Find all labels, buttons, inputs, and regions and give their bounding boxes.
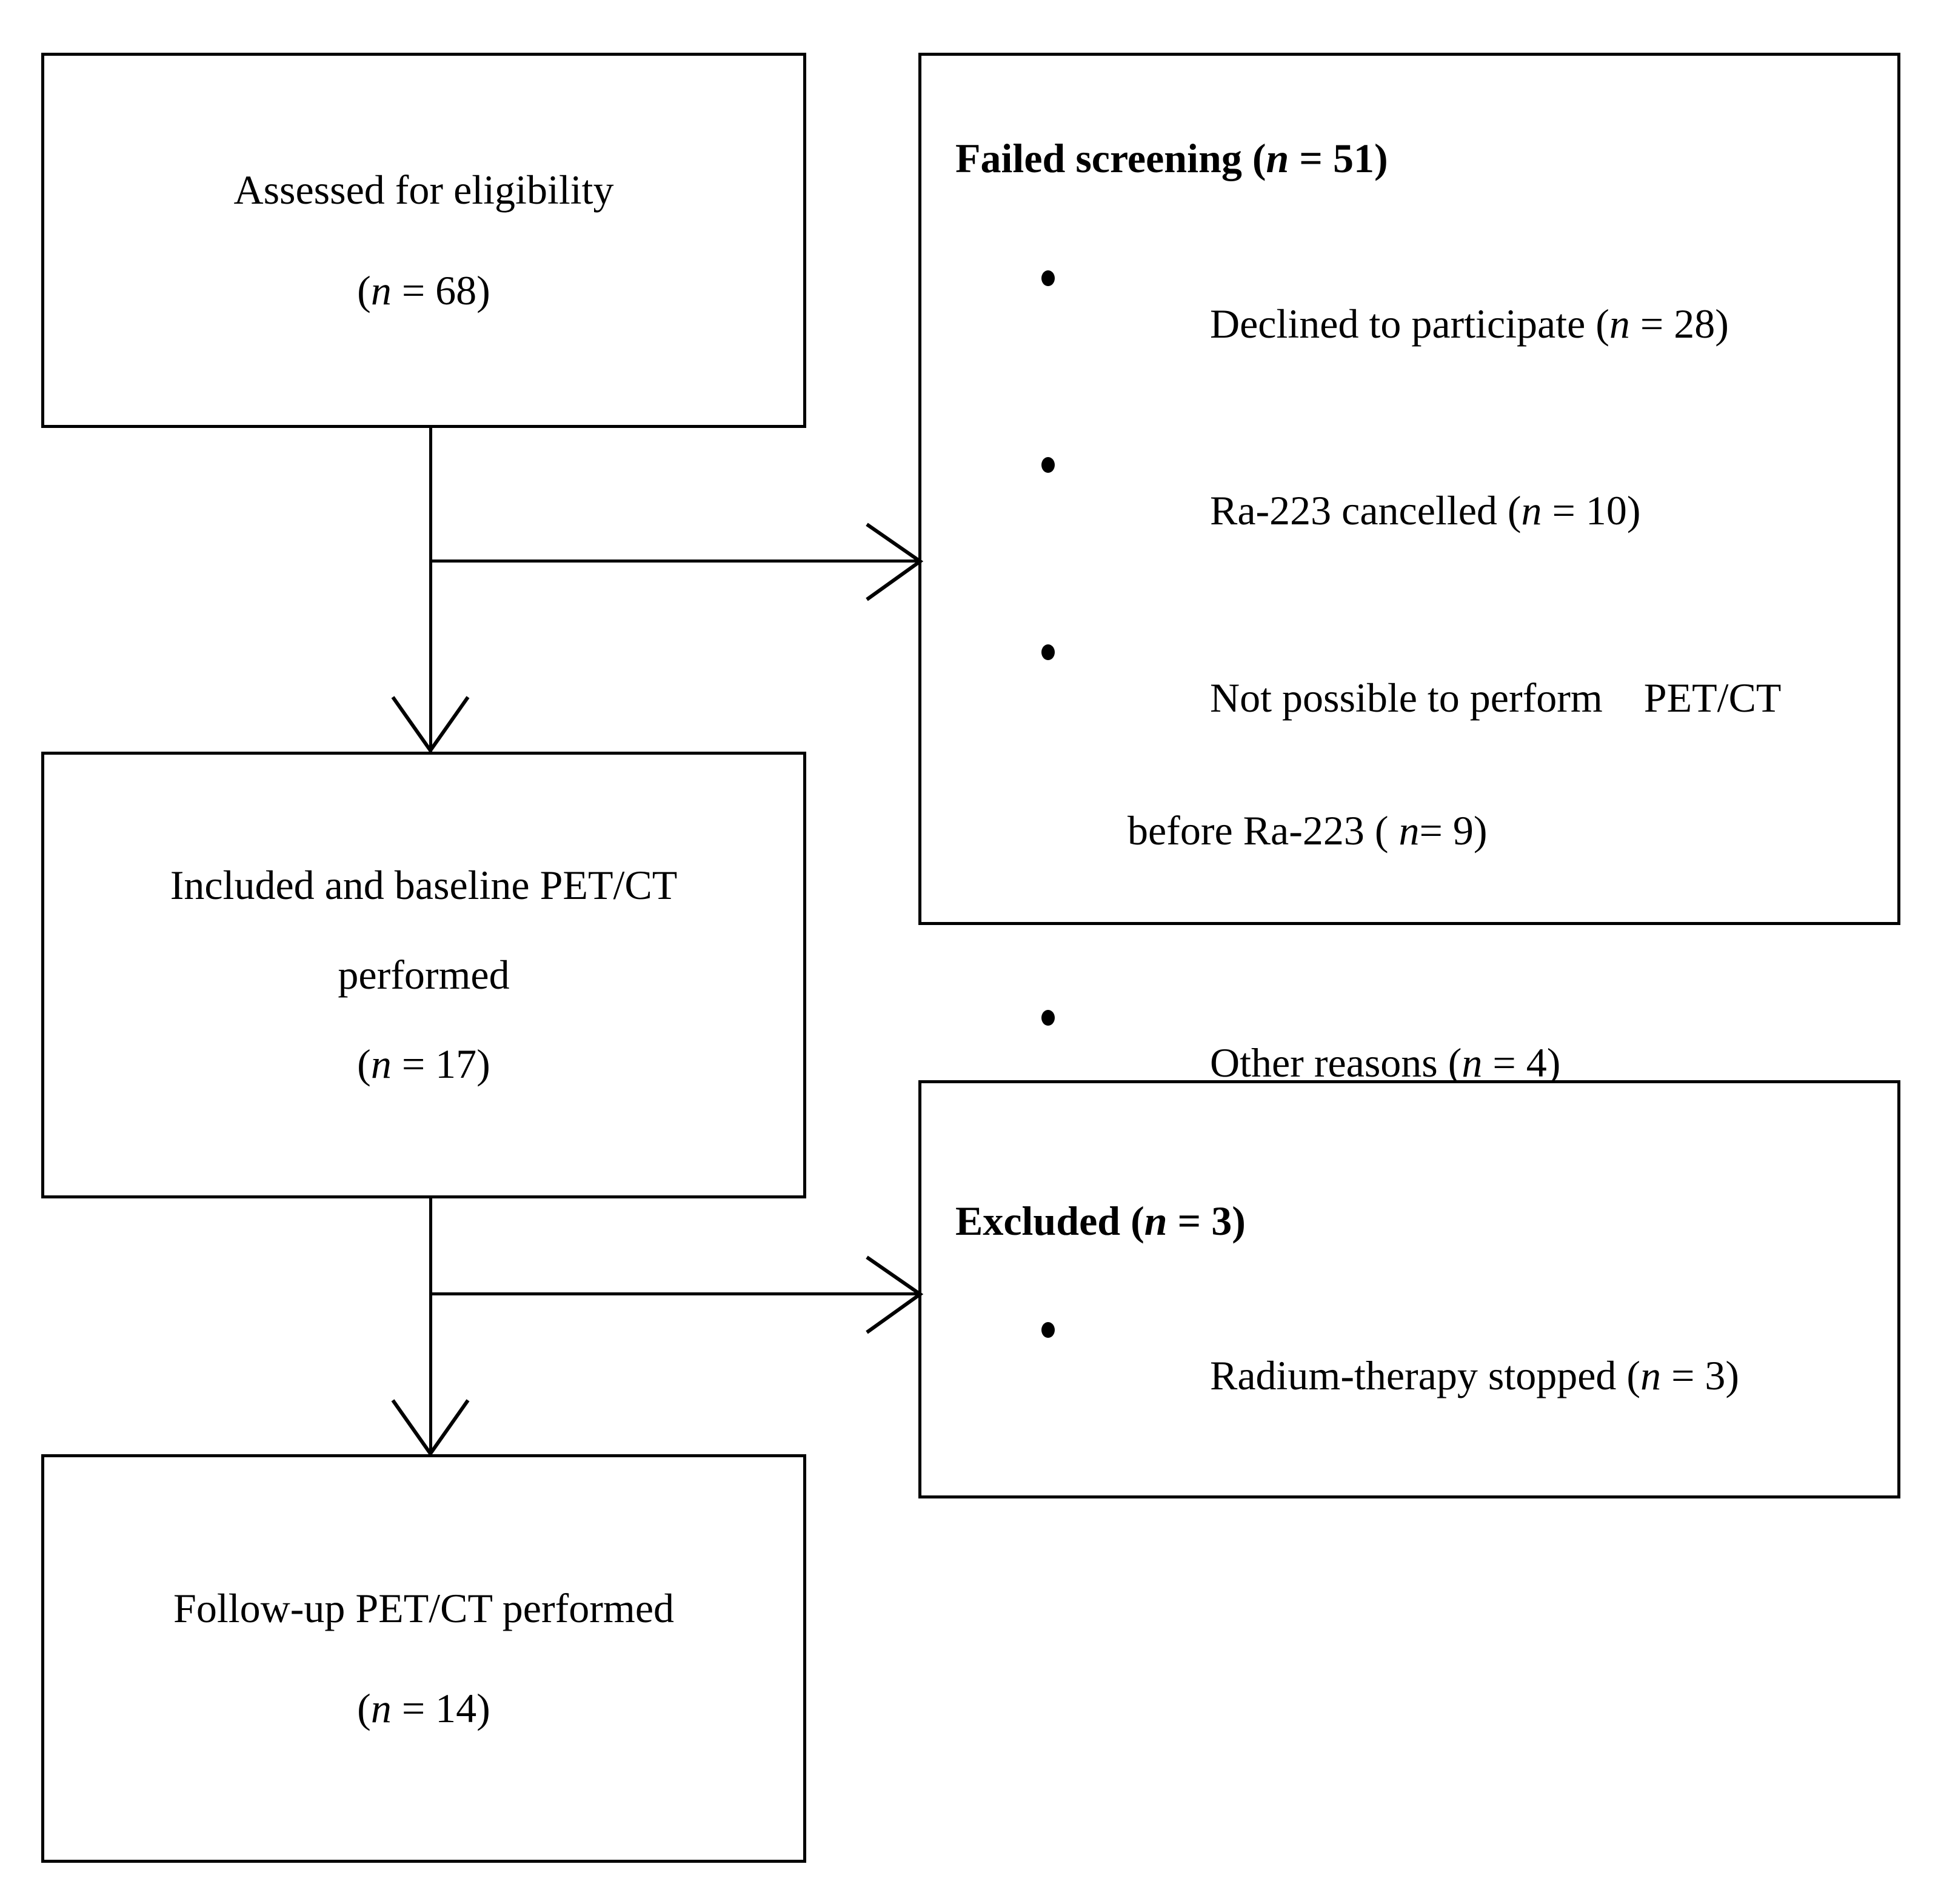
box-assessed-for-eligibility: Assessed for eligibility (n = 68) <box>41 53 806 428</box>
failed-screening-heading-suffix: = 51) <box>1289 135 1388 181</box>
box-follow-up-petct: Follow-up PET/CT performed (n = 14) <box>41 1454 806 1863</box>
followup-count-n: n <box>370 1685 392 1731</box>
failed-screening-bullet-list: Declined to participate (n = 28) Ra-223 … <box>1024 256 1885 1131</box>
list-item: Declined to participate (n = 28) <box>1024 256 1885 392</box>
connector-included-to-followup-arrowhead <box>391 1399 470 1457</box>
list-item: Other reasons (n = 4) <box>1024 995 1885 1131</box>
included-count-prefix: ( <box>357 1041 371 1087</box>
connector-included-to-followup-line <box>429 1198 432 1455</box>
bullet-second-line-n: n <box>1398 807 1420 854</box>
excluded-heading-suffix: = 3) <box>1167 1198 1246 1244</box>
included-title-line2: performed <box>338 951 510 998</box>
list-item: Not possible to perform PET/CT before Ra… <box>1024 630 1885 944</box>
excluded-heading-prefix: Excluded ( <box>955 1198 1144 1244</box>
list-item: Ra-223 cancelled (n = 10) <box>1024 443 1885 578</box>
included-title-line1: Included and baseline PET/CT <box>170 862 678 909</box>
included-count: (n = 17) <box>357 1041 490 1087</box>
bullet-second-line-suffix: = 9) <box>1419 807 1488 854</box>
assessed-count: (n = 68) <box>357 267 490 313</box>
bullet-second-line: before Ra-223 ( n= 9) <box>1128 808 1885 853</box>
bullet-text-prefix: Declined to participate ( <box>1210 300 1609 347</box>
followup-count-suffix: = 14) <box>391 1685 490 1731</box>
assessed-count-prefix: ( <box>357 267 371 313</box>
bullet-text-prefix: Not possible to perform PET/CT <box>1210 674 1782 721</box>
bullet-dot-icon <box>1041 644 1055 660</box>
assessed-count-suffix: = 68) <box>391 267 490 313</box>
box-included-and-baseline-petct: Included and baseline PET/CT performed (… <box>41 752 806 1198</box>
box-excluded: Excluded (n = 3) Radium-therapy stopped … <box>918 1080 1900 1498</box>
bullet-dot-icon <box>1041 457 1055 473</box>
assessed-count-n: n <box>370 267 392 313</box>
assessed-title: Assessed for eligibility <box>233 167 614 213</box>
bullet-dot-icon <box>1041 1322 1055 1338</box>
failed-screening-heading-prefix: Failed screening ( <box>955 135 1266 181</box>
box-failed-screening: Failed screening (n = 51) Declined to pa… <box>918 53 1900 1086</box>
bullet-text-prefix: Ra-223 cancelled ( <box>1210 487 1522 534</box>
bullet-text-prefix: Other reasons ( <box>1210 1040 1462 1086</box>
connector-assessed-to-included-line <box>429 428 432 752</box>
included-count-suffix: = 17) <box>391 1041 490 1087</box>
followup-count-prefix: ( <box>357 1685 371 1731</box>
bullet-text-suffix: = 28) <box>1629 300 1729 347</box>
connector-assessed-to-failed-screening-arrowhead <box>866 523 924 601</box>
bullet-text-n: n <box>1609 300 1630 347</box>
bullet-text-suffix: = 10) <box>1542 487 1641 534</box>
connector-included-to-excluded-arrowhead <box>866 1255 924 1334</box>
bullet-text-n: n <box>1640 1352 1662 1398</box>
list-item: Radium-therapy stopped (n = 3) <box>1024 1308 1885 1443</box>
bullet-text-prefix: Radium-therapy stopped ( <box>1210 1352 1641 1398</box>
followup-count: (n = 14) <box>357 1686 490 1731</box>
failed-screening-heading-n: n <box>1266 135 1289 181</box>
connector-assessed-to-included-arrowhead <box>391 696 470 754</box>
bullet-dot-icon <box>1041 270 1055 286</box>
excluded-bullet-list: Radium-therapy stopped (n = 3) <box>1024 1308 1885 1443</box>
bullet-second-line-prefix: before Ra-223 ( <box>1128 807 1399 854</box>
included-count-n: n <box>370 1041 392 1087</box>
bullet-dot-icon <box>1041 1009 1055 1026</box>
excluded-heading: Excluded (n = 3) <box>955 1197 1246 1245</box>
connector-included-to-excluded-line <box>429 1292 920 1295</box>
failed-screening-heading: Failed screening (n = 51) <box>955 135 1388 182</box>
connector-assessed-to-failed-screening-line <box>429 560 920 563</box>
followup-title: Follow-up PET/CT performed <box>173 1585 674 1631</box>
excluded-heading-n: n <box>1144 1198 1168 1244</box>
bullet-text-suffix: = 4) <box>1482 1040 1561 1086</box>
bullet-text-suffix: = 3) <box>1661 1352 1740 1398</box>
bullet-text-n: n <box>1521 487 1542 534</box>
bullet-text-n: n <box>1462 1040 1483 1086</box>
